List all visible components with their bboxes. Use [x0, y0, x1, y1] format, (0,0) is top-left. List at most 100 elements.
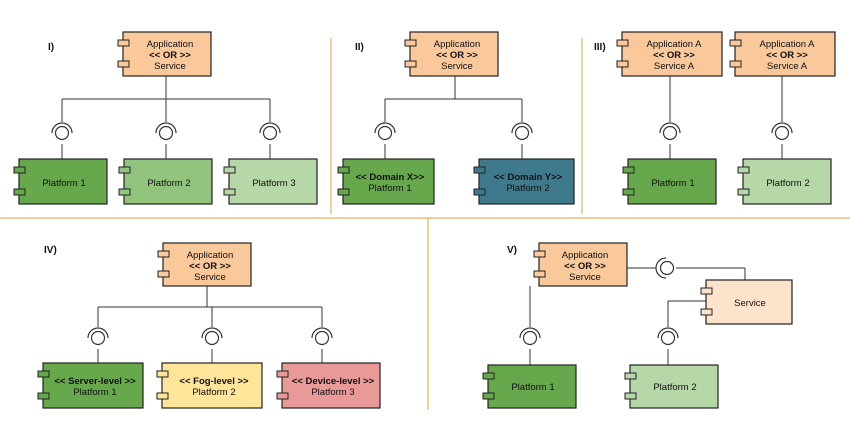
platform-label: Platform 2	[653, 382, 696, 393]
platform-label: Platform 3	[252, 178, 295, 189]
platform-component: << Device-level >> Platform 3	[276, 362, 381, 409]
platform-stereotype: << Domain Y>>	[494, 172, 563, 183]
component-icon	[156, 370, 169, 378]
platform-component: Platform 2	[624, 364, 719, 409]
platform-label: Platform 1	[42, 178, 85, 189]
required-interface-icon	[259, 122, 281, 141]
required-interface-icon	[655, 257, 675, 279]
app-stereotype: << OR >>	[564, 261, 606, 272]
service-component: Service	[700, 279, 793, 325]
app-title: Application	[562, 250, 608, 261]
app-subtitle: Service A	[654, 61, 695, 72]
platform-label: Platform 1	[368, 183, 411, 194]
platform-stereotype: << Domain X>>	[356, 172, 425, 183]
component-icon	[622, 166, 635, 174]
component-icon	[624, 392, 637, 400]
component-icon	[616, 60, 629, 68]
app-subtitle: Service	[569, 272, 601, 283]
component-icon	[276, 392, 289, 400]
component-icon	[157, 250, 170, 258]
required-interface-icon	[771, 122, 793, 141]
component-icon	[404, 60, 417, 68]
panel-label-v: V)	[507, 245, 517, 256]
panel-label-ii: II)	[355, 42, 364, 53]
component-icon	[482, 372, 495, 380]
platform-label: Platform 2	[766, 178, 809, 189]
panel-label-i: I)	[48, 42, 54, 53]
application-component: Application << OR >> Service	[533, 242, 628, 287]
app-title: Application	[187, 250, 233, 261]
application-component: Application << OR >> Service	[404, 31, 499, 77]
component-icon	[117, 60, 130, 68]
component-icon	[117, 39, 130, 47]
application-component: Application A << OR >> Service A	[616, 31, 723, 77]
panel-v-connectors	[529, 267, 746, 365]
required-interface-icon	[374, 122, 396, 141]
component-icon	[700, 287, 713, 295]
panel-label-iii: III)	[594, 42, 606, 53]
app-stereotype: << OR >>	[149, 50, 191, 61]
component-icon	[700, 308, 713, 316]
panel-i-connectors	[61, 76, 271, 159]
panel-v: V)	[482, 242, 793, 409]
app-stereotype: << OR >>	[766, 50, 808, 61]
component-icon	[533, 270, 546, 278]
component-icon	[37, 392, 50, 400]
component-icon	[622, 188, 635, 196]
required-interface-icon	[201, 327, 223, 346]
app-title: Application	[147, 39, 193, 50]
required-interface-icon	[311, 327, 333, 346]
platform-label: Platform 1	[73, 387, 116, 398]
component-icon	[729, 39, 742, 47]
required-interface-icon	[519, 327, 541, 346]
component-icon	[37, 370, 50, 378]
platform-component: << Domain X>> Platform 1	[337, 158, 435, 205]
component-icon	[157, 270, 170, 278]
panel-iii: III) Application A << OR >> Service A	[594, 31, 836, 205]
component-icon	[616, 39, 629, 47]
service-label: Service	[734, 298, 766, 309]
platform-label: Platform 2	[192, 387, 235, 398]
platform-component: << Domain Y>> Platform 2	[473, 158, 575, 205]
required-interface-icon	[87, 327, 109, 346]
component-icon	[404, 39, 417, 47]
component-icon	[13, 166, 26, 174]
panel-iii-connectors	[669, 76, 783, 159]
platform-component: Platform 1	[482, 364, 577, 409]
platform-component: Platform 2	[737, 158, 832, 205]
component-icon	[118, 188, 131, 196]
required-interface-icon	[155, 122, 177, 141]
application-component: Application << OR >> Service	[157, 242, 252, 287]
app-subtitle: Service A	[767, 61, 808, 72]
component-icon	[473, 188, 486, 196]
component-icon	[482, 392, 495, 400]
component-icon	[337, 188, 350, 196]
required-interface-icon	[51, 122, 73, 141]
platform-stereotype: << Server-level >>	[54, 376, 136, 387]
component-icon	[337, 166, 350, 174]
panel-iv: IV) Application << OR	[37, 242, 381, 409]
panel-ii: II) Application << OR >> Service	[337, 31, 575, 205]
app-stereotype: << OR >>	[436, 50, 478, 61]
required-interface-icon	[659, 122, 681, 141]
platform-label: Platform 2	[147, 178, 190, 189]
platform-component: << Fog-level >> Platform 2	[156, 362, 263, 409]
component-icon	[737, 188, 750, 196]
component-icon	[737, 166, 750, 174]
required-interface-icon	[511, 122, 533, 141]
component-icon	[624, 372, 637, 380]
platform-label: Platform 2	[506, 183, 549, 194]
app-stereotype: << OR >>	[189, 261, 231, 272]
component-icon	[223, 166, 236, 174]
required-interface-icon	[657, 327, 679, 346]
component-icon	[223, 188, 236, 196]
platform-stereotype: << Device-level >>	[292, 376, 375, 387]
app-title: Application A	[760, 39, 816, 50]
panel-dividers	[0, 38, 850, 410]
platform-label: Platform 3	[311, 387, 354, 398]
platform-component: Platform 3	[223, 158, 318, 205]
app-subtitle: Service	[441, 61, 473, 72]
application-component: Application A << OR >> Service A	[729, 31, 836, 77]
component-icon	[156, 392, 169, 400]
